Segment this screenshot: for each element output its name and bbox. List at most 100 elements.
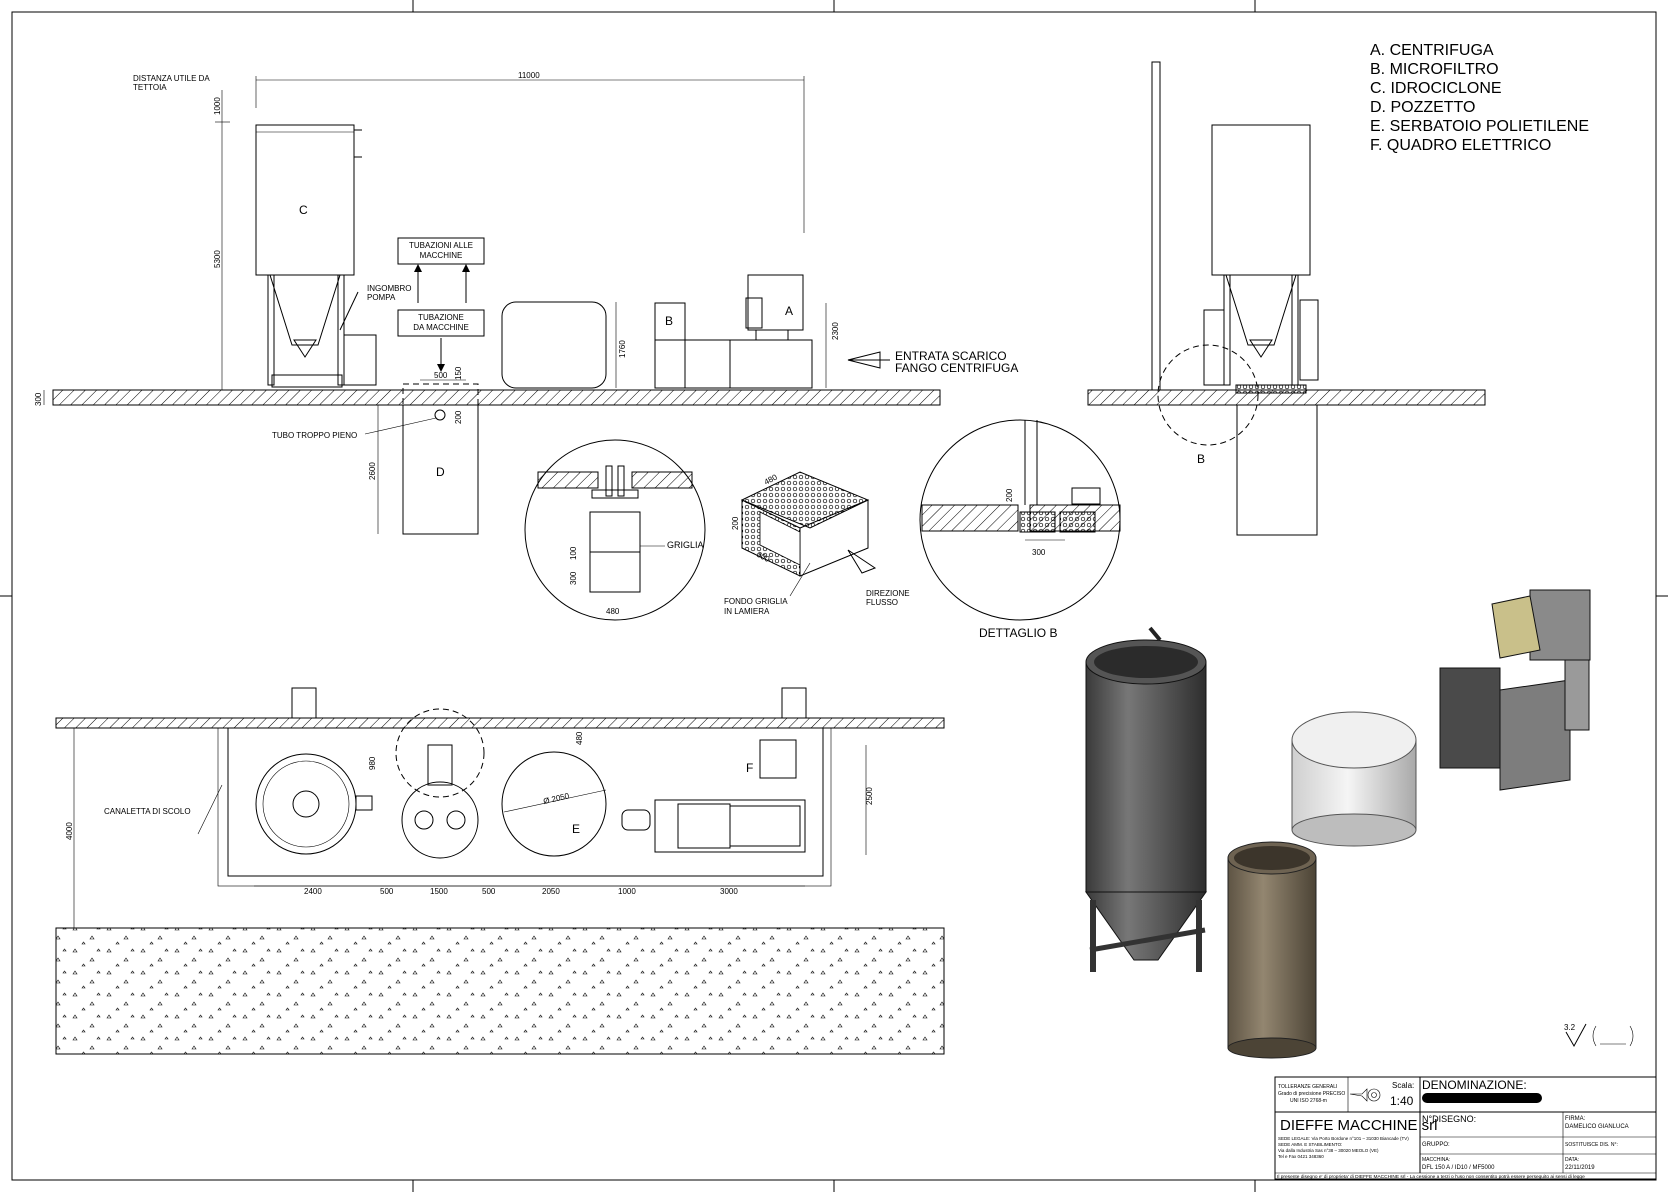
title-block: TOLLERANZE GENERALI Grado di precisione … (1274, 1076, 1657, 1180)
macchina-value: DFL 150 A / ID10 / MF5000 (1422, 1165, 1495, 1171)
label-fondo-2: IN LAMIERA (724, 607, 770, 616)
sede-4: Tel e Fax 0421 348360 (1278, 1154, 1324, 1159)
label-direzione-1: DIREZIONE (866, 589, 910, 598)
ndisegno-label: N°DISEGNO: (1422, 1114, 1476, 1124)
pump (343, 334, 377, 386)
centrifuge-a (729, 339, 813, 389)
text-tubazioni-1: TUBAZIONI ALLE (409, 241, 473, 250)
surface-finish-symbol: 3.2 (1564, 1023, 1634, 1048)
dim-11000: 11000 (518, 71, 540, 80)
tolleranze-2: Grado di precisione PRECISO (1278, 1091, 1345, 1097)
redacted-bar (1422, 1093, 1542, 1103)
dim-2500: 2500 (865, 787, 874, 805)
footer-note: Il presente disegno e' di proprieta' di … (1277, 1174, 1585, 1180)
grill-detail: GRIGLIA 100 300 480 480 200 300 FONDO GR… (524, 439, 910, 621)
side-label-b: B (1197, 452, 1205, 466)
plan-tank-e (501, 751, 607, 857)
label-griglia: GRIGLIA (667, 540, 704, 550)
iso-pit (1227, 857, 1317, 1049)
pit-d (402, 404, 479, 535)
dim-bottom-5: 1000 (618, 887, 636, 896)
overflow-pipe (434, 409, 446, 421)
label-b: B (665, 314, 673, 328)
dim-2600: 2600 (368, 462, 377, 480)
plan-silo (255, 753, 357, 855)
label-d: D (436, 465, 445, 479)
dim-1760: 1760 (618, 340, 627, 358)
plan-electrical-panel (759, 739, 797, 779)
data-label: DATA: (1565, 1157, 1579, 1163)
label-c: C (299, 203, 308, 217)
legend-item-e: E. SERBATOIO POLIETILENE (1370, 118, 1589, 135)
macchina-label: MACCHINA: (1422, 1157, 1450, 1163)
dim-100: 100 (569, 546, 578, 560)
dim-bottom-2: 1500 (430, 887, 448, 896)
side-silo (1211, 124, 1311, 276)
plan-hydrocyclone (401, 781, 479, 859)
detail-circle (524, 439, 706, 621)
label-entrata-1: ENTRATA SCARICO (895, 349, 1007, 363)
dim-bottom-0: 2400 (304, 887, 322, 896)
wall (1151, 61, 1161, 391)
dim-500: 500 (434, 371, 448, 380)
floor-slab (52, 389, 941, 406)
legend-item-f: F. QUADRO ELETTRICO (1370, 137, 1551, 154)
dim-bottom-1: 500 (380, 887, 394, 896)
legend-item-b: B. MICROFILTRO (1370, 61, 1499, 78)
detail-b: 300 200 DETTAGLIO B (919, 419, 1121, 640)
tolleranze-1: TOLLERANZE GENERALI (1278, 1084, 1337, 1090)
label-canaletta: CANALETTA DI SCOLO (104, 807, 191, 816)
dim-5300: 5300 (213, 250, 222, 268)
data-value: 22/11/2019 (1565, 1165, 1595, 1171)
plan-centrifuge (654, 799, 806, 853)
text-tubazione-2: DA MACCHINE (413, 323, 469, 332)
hydrocyclone-c (255, 124, 355, 276)
box-tubazione-da-macchine (397, 309, 485, 337)
text-tubazioni-2: MACCHINE (420, 251, 463, 260)
sostituisce-label: SOSTITUISCE DIS. N°: (1565, 1142, 1618, 1148)
label-dettaglio-b: DETTAGLIO B (979, 626, 1057, 640)
firma-label: FIRMA: (1565, 1116, 1586, 1122)
pit-outline (402, 383, 479, 535)
tank-e (501, 301, 607, 389)
dim-980: 980 (368, 756, 377, 770)
dim-1000: 1000 (213, 97, 222, 115)
label-direzione-2: FLUSSO (866, 598, 898, 607)
component-legend: A. CENTRIFUGA B. MICROFILTRO C. IDROCICL… (1370, 42, 1589, 154)
dim-200-box: 200 (731, 516, 740, 530)
label-ingombro-1: INGOMBRO (367, 284, 411, 293)
iso-microfilter (1439, 667, 1501, 769)
label-distanza-1: DISTANZA UTILE DA (133, 74, 210, 83)
legend-item-d: D. POZZETTO (1370, 99, 1475, 116)
dim-bottom-4: 2050 (542, 887, 560, 896)
box-tubazioni-alle-macchine (397, 237, 485, 265)
plan-drain-channel (227, 727, 824, 877)
text-tubazione-1: TUBAZIONE (418, 313, 464, 322)
label-fondo-1: FONDO GRIGLIA (724, 597, 788, 606)
dim-200-detail-b: 200 (1005, 488, 1014, 502)
dim-300: 300 (34, 392, 43, 406)
surface-finish-value: 3.2 (1564, 1023, 1576, 1032)
dim-200: 200 (454, 410, 463, 424)
dim-diameter: Ø 2050 (542, 791, 570, 806)
scala-value: 1:40 (1390, 1094, 1414, 1108)
sede-1: SEDE LEGALE: Via Porto Bordone n°101 – 3… (1278, 1136, 1409, 1141)
firma-value: DAMELICO GIANLUCA (1565, 1124, 1629, 1130)
label-a: A (785, 304, 793, 318)
gravel-bed (55, 927, 945, 1055)
plan-label-f: F (746, 761, 753, 775)
front-elevation-view: D 2600 300 500 150 200 TUBO TROPPO PIENO… (34, 71, 1018, 535)
plan-view: CANALETTA DI SCOLO 4000 2500 980 Ø 2050 … (55, 687, 945, 1055)
dim-bottom-3: 500 (482, 887, 496, 896)
dim-300-detail-b: 300 (1032, 548, 1046, 557)
iso-silo (1085, 661, 1207, 893)
dim-300-grill: 300 (569, 571, 578, 585)
tolleranze-3: UNI ISO 2768-m (1290, 1098, 1327, 1104)
company-name: DIEFFE MACCHINE srl (1280, 1117, 1438, 1134)
side-elevation-view: B (1087, 61, 1486, 536)
dim-bottom-6: 3000 (720, 887, 738, 896)
dim-2300: 2300 (831, 322, 840, 340)
gruppo-label: GRUPPO: (1422, 1142, 1450, 1148)
dim-150: 150 (454, 366, 463, 380)
